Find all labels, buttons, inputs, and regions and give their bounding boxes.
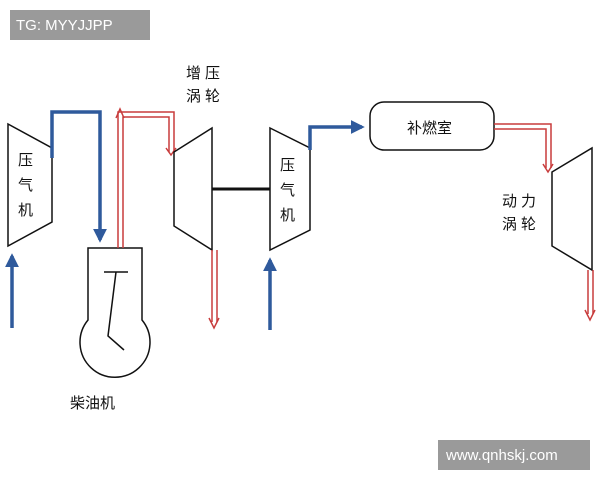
turbocharger-label-4: 轮 xyxy=(205,87,220,105)
power-turbine-label-3: 涡 xyxy=(502,215,517,233)
engine-exhaust-line-b xyxy=(122,116,170,248)
power-turbine-label-4: 轮 xyxy=(521,215,536,233)
afterburner-exhaust-line-a xyxy=(494,123,552,168)
engine-exhaust-arrowhead xyxy=(115,107,125,119)
left-compressor: 压 气 机 xyxy=(7,122,53,248)
power-turbine-label-2: 力 xyxy=(521,192,536,210)
watermark-bottom-right-text: www.qnhskj.com xyxy=(445,447,558,464)
power-turbine-label-1: 动 xyxy=(502,192,517,210)
watermark-top-left: TG: MYYJJPP xyxy=(10,10,150,40)
left-compressor-label-3: 机 xyxy=(18,201,33,219)
turbocharger: 增 压 涡 轮 xyxy=(173,64,220,252)
turbocharger-label-1: 增 xyxy=(186,64,201,82)
watermark-top-left-text: TG: MYYJJPP xyxy=(16,17,113,34)
right-compressor-label-2: 气 xyxy=(280,181,295,199)
left-compressor-label-2: 气 xyxy=(18,176,33,194)
connecting-rod xyxy=(107,271,125,351)
power-turbine-exhaust-arrowhead xyxy=(584,309,596,322)
afterburner-exhaust-line-b xyxy=(494,128,547,168)
turbo-inlet-arrowhead xyxy=(165,147,177,157)
afterburner-chamber: 补燃室 xyxy=(369,101,495,151)
engine-block xyxy=(79,247,151,378)
compressor-to-engine-line xyxy=(50,110,107,243)
turbocharger-label-3: 涡 xyxy=(186,87,201,105)
diesel-engine: 柴油机 xyxy=(70,247,151,412)
compressor-to-afterburner-line xyxy=(308,120,365,150)
engine-exhaust-line-a xyxy=(117,111,175,248)
diesel-engine-label: 柴油机 xyxy=(70,394,115,412)
afterburner-label: 补燃室 xyxy=(407,119,452,137)
watermark-bottom-right: www.qnhskj.com xyxy=(438,440,590,470)
right-compressor-label-3: 机 xyxy=(280,206,295,224)
left-compressor-label-1: 压 xyxy=(18,151,33,169)
turbocharger-label-2: 压 xyxy=(205,64,220,82)
right-compressor: 压 气 机 xyxy=(269,126,311,252)
power-turbine: 动 力 涡 轮 xyxy=(502,146,593,272)
turbo-exhaust-arrowhead xyxy=(208,317,220,330)
right-compressor-label-1: 压 xyxy=(280,156,295,174)
power-turbine-inlet-arrowhead xyxy=(542,163,554,174)
